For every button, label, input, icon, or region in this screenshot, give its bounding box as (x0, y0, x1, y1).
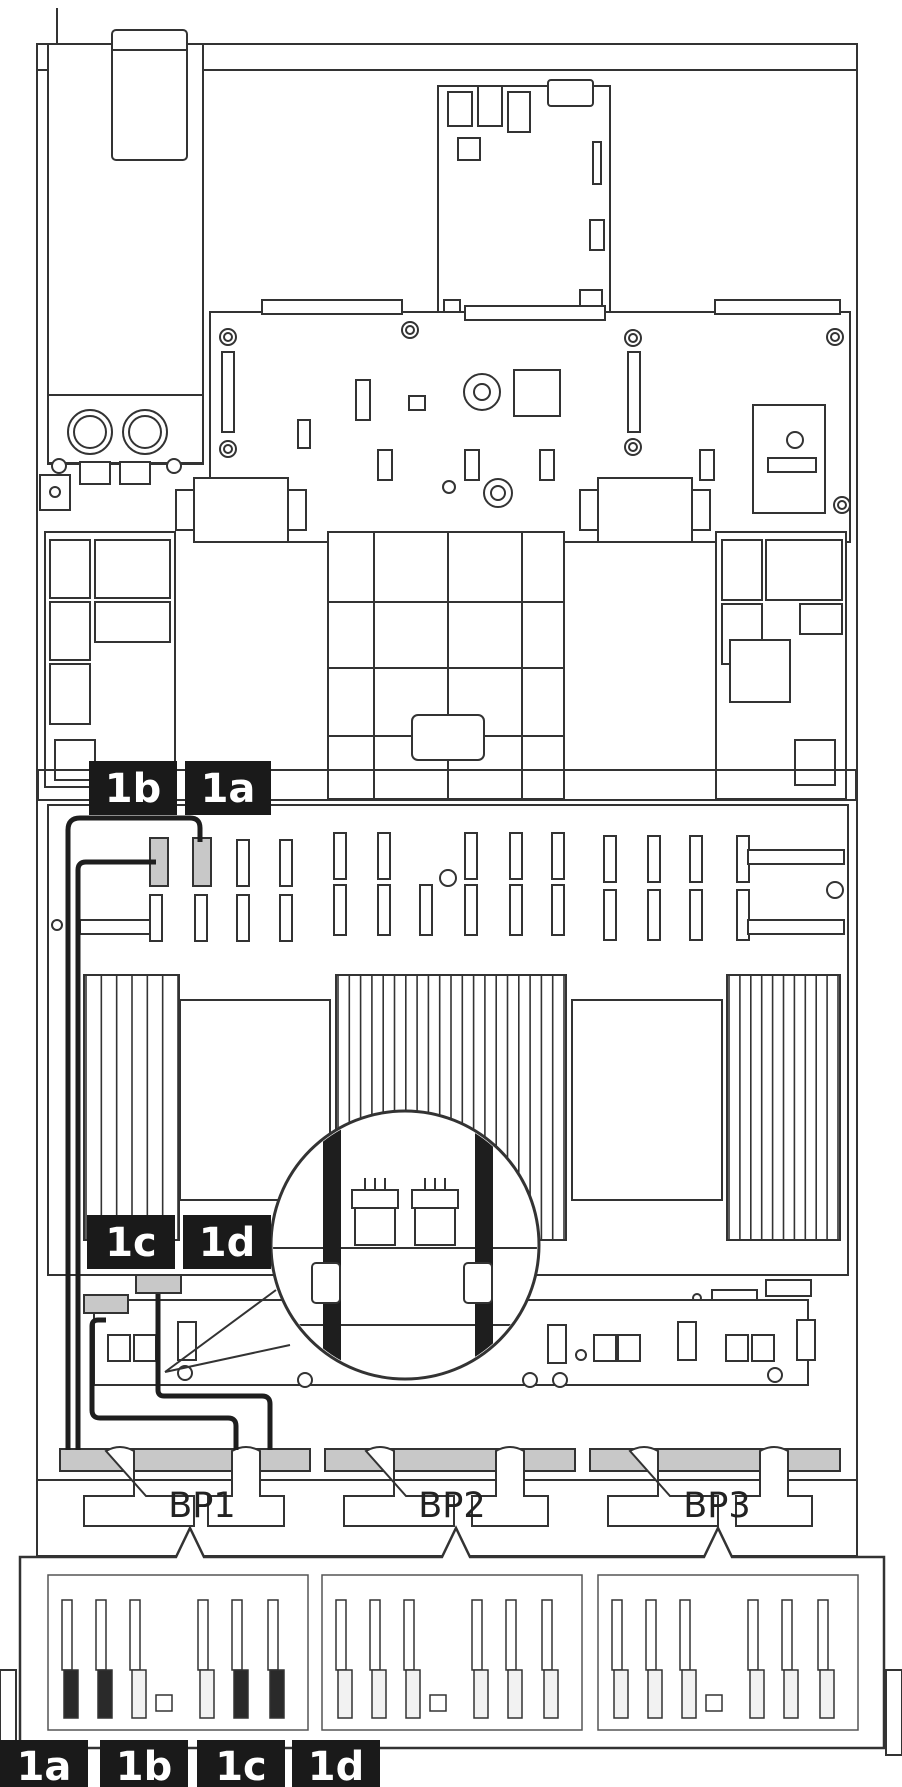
backplane-connector (543, 1669, 559, 1719)
svg-text:1c: 1c (105, 1220, 157, 1266)
backplane-connector (269, 1669, 285, 1719)
callout-1c-bottom: 1c (197, 1740, 285, 1787)
backplane-slot (645, 1599, 657, 1671)
backplane-slot (679, 1599, 691, 1671)
backplane-connector (613, 1669, 629, 1719)
backplane-connector (507, 1669, 523, 1719)
backplane-strips (59, 1448, 841, 1472)
cables (65, 815, 273, 1450)
backplane-connector (337, 1669, 353, 1719)
svg-text:1a: 1a (201, 766, 256, 812)
backplane-power-connector (155, 1694, 173, 1712)
backplane-slot (335, 1599, 347, 1671)
cable-1a (75, 859, 156, 1450)
backplane-slot (781, 1599, 793, 1671)
backplane-power-connector (429, 1694, 447, 1712)
backplane-connector (233, 1669, 249, 1719)
backplane-slot (267, 1599, 279, 1671)
backplane-connector (199, 1669, 215, 1719)
cable-connector-heads (83, 1274, 182, 1314)
backplane-connector (647, 1669, 663, 1719)
backplane-connector (63, 1669, 79, 1719)
air-duct (37, 531, 857, 801)
cable-1b (65, 815, 203, 1450)
callout-1a-bottom: 1a (0, 1740, 88, 1787)
backplane-slot (471, 1599, 483, 1671)
backplane-connector (819, 1669, 835, 1719)
backplane-brackets (83, 1446, 813, 1527)
backplane-slot (611, 1599, 623, 1671)
backplane-slot (817, 1599, 829, 1671)
backplane-slot (505, 1599, 517, 1671)
backplane-power-connector (705, 1694, 723, 1712)
bp2-label: BP2 (418, 1486, 485, 1526)
backplane-connector (131, 1669, 147, 1719)
callout-1c-mid: 1c (87, 1215, 175, 1269)
bp1-strip (59, 1448, 311, 1472)
cable-1c (89, 1317, 239, 1450)
svg-text:1b: 1b (105, 766, 161, 812)
cable-1d (155, 1285, 273, 1450)
power-supply (39, 29, 204, 511)
backplane-slot (541, 1599, 553, 1671)
backplane-connector (97, 1669, 113, 1719)
backplane-connector (371, 1669, 387, 1719)
callout-1d-bottom: 1d (292, 1740, 380, 1787)
backplane-connector (473, 1669, 489, 1719)
bp1-label: BP1 (168, 1486, 235, 1526)
bp2-strip (324, 1448, 576, 1472)
bp3-label: BP3 (683, 1486, 750, 1526)
backplane-connector (405, 1669, 421, 1719)
zoom-detail (164, 1109, 541, 1381)
callout-1d-mid: 1d (183, 1215, 271, 1269)
backplane-slot (197, 1599, 209, 1671)
backplane-slot (95, 1599, 107, 1671)
backplane-connectors (61, 1599, 835, 1719)
backplane-connector (681, 1669, 697, 1719)
callouts: 1b 1a 1c 1d 1a 1b 1c 1d (0, 761, 380, 1787)
backplane-slot (231, 1599, 243, 1671)
callout-1b-top: 1b (89, 761, 177, 815)
backplane-connector (783, 1669, 799, 1719)
backplane-boards (47, 1574, 859, 1731)
bp3-strip (589, 1448, 841, 1472)
svg-text:1d: 1d (308, 1744, 364, 1787)
backplane-connector (749, 1669, 765, 1719)
svg-text:1c: 1c (215, 1744, 267, 1787)
svg-text:1b: 1b (116, 1744, 172, 1787)
svg-text:1d: 1d (199, 1220, 255, 1266)
backplane-slot (61, 1599, 73, 1671)
callout-1a-top: 1a (185, 761, 271, 815)
backplane-slot (747, 1599, 759, 1671)
system-board-upper (175, 299, 851, 543)
backplane-slot (129, 1599, 141, 1671)
backplane-slot (403, 1599, 415, 1671)
backplane-slot (369, 1599, 381, 1671)
callout-1b-bottom: 1b (100, 1740, 188, 1787)
svg-text:1a: 1a (17, 1744, 72, 1787)
io-board (437, 79, 611, 323)
